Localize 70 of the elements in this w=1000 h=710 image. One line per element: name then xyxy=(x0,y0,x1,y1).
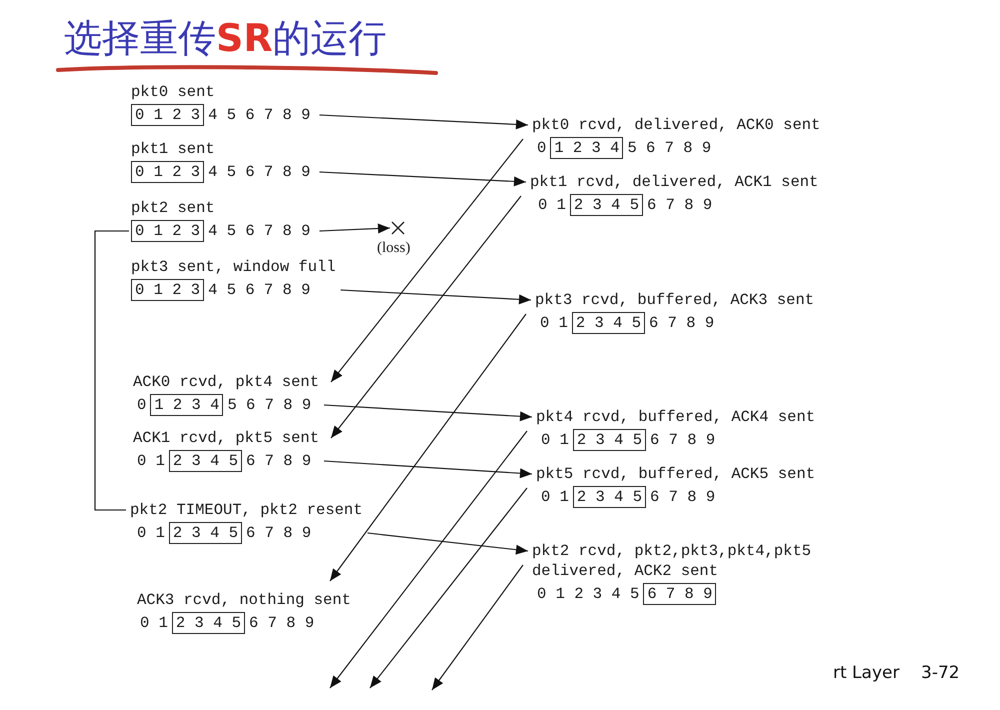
sliding-window: 0 1 2 3 xyxy=(131,161,204,183)
sliding-window: 6 7 8 9 xyxy=(643,583,716,605)
sliding-window: 0 1 2 3 xyxy=(131,104,204,126)
arrow xyxy=(432,564,524,690)
sequence-numbers: 6 7 8 9 xyxy=(248,613,316,633)
page-number: 3-72 xyxy=(921,662,960,684)
sequence-numbers: 6 7 8 9 xyxy=(648,313,716,333)
footer-text: rt Layer xyxy=(833,662,900,684)
arrow xyxy=(370,488,528,688)
sequence-numbers: 0 1 xyxy=(137,523,166,543)
sliding-window: 2 3 4 5 xyxy=(168,522,242,544)
arrow xyxy=(324,460,532,478)
sequence-numbers: 0 xyxy=(537,138,548,158)
event-label: pkt0 rcvd, delivered, ACK0 sent xyxy=(532,115,820,135)
sliding-window: 2 3 4 5 xyxy=(570,194,644,216)
slide-title: 选择重传SR的运行 xyxy=(64,15,387,62)
sequence-numbers: 4 5 6 7 8 9 xyxy=(207,105,312,125)
event-label: pkt2 TIMEOUT, pkt2 resent xyxy=(130,500,363,520)
arrow xyxy=(330,138,524,382)
sliding-window: 1 2 3 4 xyxy=(550,137,624,159)
sliding-window: 2 3 4 5 xyxy=(172,612,246,634)
event-label: pkt3 rcvd, buffered, ACK3 sent xyxy=(535,290,814,310)
arrow xyxy=(330,430,528,688)
arrow xyxy=(319,114,528,130)
status-label: (loss) xyxy=(377,239,410,257)
sequence-numbers: 0 xyxy=(137,395,148,415)
event-label: ACK3 rcvd, nothing sent xyxy=(137,590,351,610)
sliding-window: 2 3 4 5 xyxy=(572,429,646,451)
sequence-numbers: 0 1 xyxy=(540,313,569,333)
timer-line xyxy=(94,230,129,511)
arrow xyxy=(324,404,532,422)
event-label: ACK0 rcvd, pkt4 sent xyxy=(133,372,320,392)
sliding-window: 1 2 3 4 xyxy=(150,394,224,416)
sequence-numbers: 6 7 8 9 xyxy=(245,451,312,471)
sequence-numbers: 5 6 7 8 9 xyxy=(226,395,312,415)
sequence-numbers: 6 7 8 9 xyxy=(649,430,716,450)
sequence-numbers: 4 5 6 7 8 9 xyxy=(207,280,312,300)
arrow xyxy=(330,314,526,582)
sequence-numbers: 0 1 xyxy=(541,487,570,507)
event-label: pkt2 sent xyxy=(131,198,215,218)
sequence-numbers: 6 7 8 9 xyxy=(649,487,716,507)
sliding-window: 2 3 4 5 xyxy=(572,312,646,334)
cross-icon xyxy=(391,221,405,235)
arrow xyxy=(340,289,532,304)
sequence-numbers: 5 6 7 8 9 xyxy=(626,138,712,158)
arrow xyxy=(330,196,522,438)
sequence-numbers: 4 5 6 7 8 9 xyxy=(207,162,312,182)
event-label: pkt1 rcvd, delivered, ACK1 sent xyxy=(530,172,818,192)
sliding-window: 0 1 2 3 xyxy=(131,279,204,301)
sequence-numbers: 0 1 xyxy=(538,195,567,215)
sequence-numbers: 0 1 2 3 4 5 xyxy=(537,584,640,604)
sequence-numbers: 0 1 xyxy=(137,451,166,471)
event-label: pkt5 rcvd, buffered, ACK5 sent xyxy=(536,464,816,484)
event-label: pkt0 sent xyxy=(131,82,215,102)
sliding-window: 2 3 4 5 xyxy=(168,450,242,472)
event-label: pkt1 sent xyxy=(131,139,215,159)
event-label: pkt2 rcvd, pkt2,pkt3,pkt4,pkt5 delivered, ACK2 sent xyxy=(532,541,812,581)
arrow xyxy=(319,224,390,234)
event-label: ACK1 rcvd, pkt5 sent xyxy=(133,428,320,448)
sequence-numbers: 0 1 xyxy=(541,430,570,450)
event-label: pkt3 sent, window full xyxy=(131,257,336,277)
sequence-numbers: 6 7 8 9 xyxy=(245,523,312,543)
sequence-numbers: 0 1 xyxy=(140,613,169,633)
sequence-numbers: 6 7 8 9 xyxy=(646,195,714,215)
arrow xyxy=(367,532,528,555)
event-label: pkt4 rcvd, buffered, ACK4 sent xyxy=(536,407,816,427)
sliding-window: 0 1 2 3 xyxy=(131,220,204,242)
arrow xyxy=(319,171,526,186)
sliding-window: 2 3 4 5 xyxy=(572,486,646,508)
sequence-numbers: 4 5 6 7 8 9 xyxy=(207,221,312,241)
